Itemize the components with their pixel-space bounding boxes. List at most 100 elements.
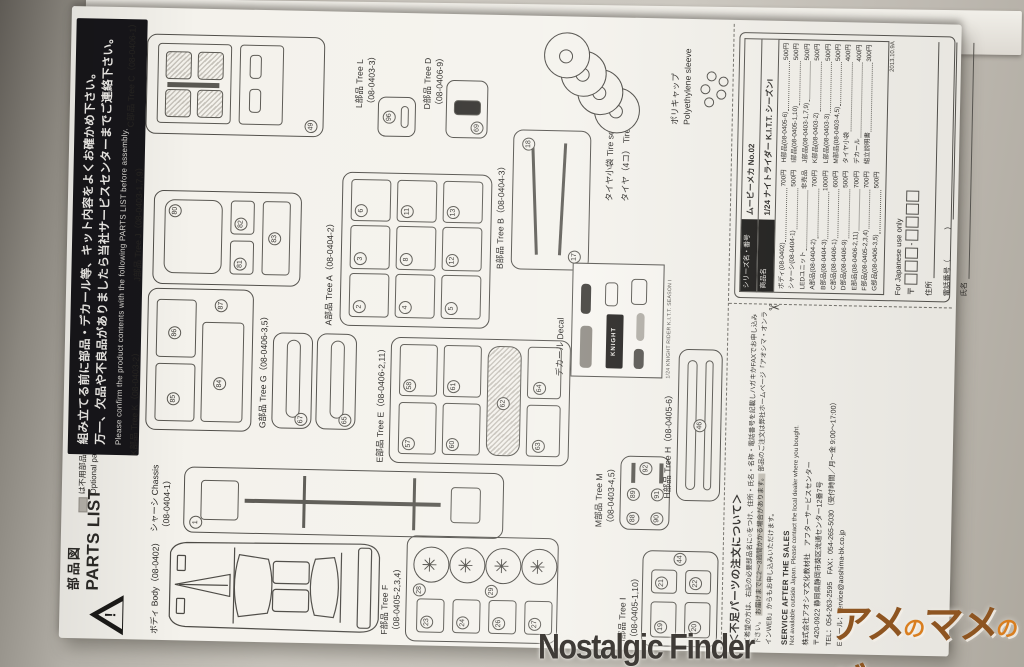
- tree-m-label: M部品 Tree M （08-0403-4,5）: [593, 463, 617, 528]
- car-body-drawing: [168, 541, 381, 633]
- part-number: 49: [304, 119, 318, 134]
- price-value: 700円: [863, 171, 871, 189]
- tire-set-label: タイヤ小袋 Tire set: [604, 127, 616, 202]
- postal-box: [905, 190, 920, 202]
- part-number: 65: [338, 413, 352, 427]
- postal-box: [904, 260, 918, 272]
- tree-c-label: C部品 Tree C（08-0406-1）: [125, 19, 138, 128]
- part-number: 44: [673, 552, 687, 566]
- tree-a-drawing: 2 3 6 4 8 11 5 12 13: [339, 171, 493, 329]
- tree-j-label: J部品 Tree J（08-0403-1,7,9）: [132, 162, 145, 282]
- price-item: G部品(08-0406-3,5): [871, 234, 880, 291]
- polycap-drawing: [700, 59, 731, 108]
- tree-e-label: E部品 Tree E（08-0406-2,11）: [374, 344, 387, 463]
- price-list: ボディ(08-0402)700円 シャーシ(08-0404-1)500円 LED…: [773, 38, 890, 296]
- tree-d-drawing: 69: [445, 79, 489, 139]
- logo-glyph: バー: [823, 661, 902, 667]
- tree-b-label: B部品 Tree B（08-0404-3）: [494, 161, 507, 270]
- price-value: 500円: [803, 43, 812, 61]
- name-label: 氏名: [959, 281, 969, 297]
- tree-e-drawing: 57 58 60 61 62 63 64: [388, 336, 572, 467]
- exclamation-mark: !: [102, 612, 120, 618]
- price-value: 700円: [852, 170, 861, 189]
- instruction-sheet: ! 部品図 PARTS LIST は不用部品です。 Optional parts…: [58, 6, 975, 657]
- product-label: 商品名: [757, 219, 775, 292]
- tree-f-drawing: 23 24 26 27 ✳ ✳ ✳ ✳ 28 29: [404, 535, 559, 645]
- legend-swatch: [78, 497, 88, 513]
- postal-box: [904, 247, 918, 259]
- series-label: シリーズ名・番号: [740, 219, 758, 292]
- price-value: 500円: [842, 170, 850, 188]
- price-value: 1000円: [821, 170, 830, 191]
- tree-f-label: F部品 Tree F （08-0405-2,3,4）: [378, 564, 402, 636]
- polycap-label: ポリキャップ Polyethylene sleeve: [669, 48, 693, 125]
- part-number: 28: [412, 583, 426, 597]
- tree-chassis-label: シャーシ Chassis （08-0404-1）: [149, 464, 172, 533]
- price-value: 500円: [790, 169, 799, 187]
- price-value: 500円: [814, 43, 822, 61]
- price-value: 500円: [873, 171, 882, 189]
- price-value: 600円: [832, 170, 840, 188]
- price-value: 400円: [855, 44, 863, 62]
- decal-caption: 1/24 KNIGHT RIDER K.I.T.T. SEASON I: [665, 279, 674, 379]
- tree-j-drawing: 80 81 82 83: [152, 189, 303, 287]
- postal-box: [904, 273, 918, 285]
- logo-glyph: の: [994, 616, 1017, 641]
- postal-box: [905, 203, 919, 215]
- part-number: 29: [484, 584, 498, 599]
- price-value: 700円: [780, 169, 788, 187]
- price-value: 非売品: [801, 169, 809, 190]
- postal-dash: -: [906, 242, 917, 246]
- name-row: 氏名: [958, 42, 975, 297]
- tire-stack-drawing: [541, 26, 647, 134]
- wheel-drawing: ✳: [484, 547, 522, 585]
- wheel-drawing: ✳: [448, 547, 486, 584]
- notes-highlight: お届けまでに2～3週間かかる場合があります。: [755, 473, 766, 616]
- warning-triangle-icon: !: [88, 594, 126, 636]
- price-value: 700円: [811, 170, 819, 188]
- price-item: 組立説明書: [863, 132, 872, 165]
- tree-g-label: G部品 Tree G（08-0406-3,5）: [257, 311, 270, 429]
- cut-line-vertical: [728, 302, 952, 309]
- part-number: 91: [650, 488, 665, 502]
- price-value: 300円: [866, 44, 874, 62]
- part-number: 67: [294, 412, 308, 427]
- price-value: 500円: [824, 43, 832, 61]
- decal-sheet-drawing: KNIGHT: [570, 262, 665, 379]
- part-number: 90: [650, 512, 664, 526]
- knight-logo: KNIGHT: [605, 314, 624, 369]
- wheel-drawing: ✳: [413, 546, 450, 584]
- price-value: 500円: [783, 42, 791, 61]
- part-number: 88: [626, 511, 640, 525]
- part-number: 1: [189, 515, 203, 529]
- tree-d-label: D部品 Tree D （08-0406-9）: [421, 53, 445, 110]
- price-value: 500円: [834, 43, 843, 62]
- postal-mark: 〒: [905, 286, 917, 296]
- part-number: 69: [470, 121, 484, 135]
- parts-list-document: ! 部品図 PARTS LIST は不用部品です。 Optional parts…: [61, 10, 975, 654]
- price-value: 500円: [793, 43, 801, 61]
- order-notes: ＜不足パーツの注文について＞ ご希望の方は、右記の必要部品名に○をつけ、住所・氏…: [727, 310, 853, 646]
- postal-box: [905, 229, 919, 241]
- tree-b-drawing: 18 17: [510, 129, 592, 271]
- postal-code-row: 〒 -: [904, 42, 922, 296]
- tree-g-drawing: 67: [271, 332, 314, 430]
- part-number: 92: [639, 461, 653, 476]
- address-row: 住所: [923, 41, 940, 297]
- part-number: 89: [626, 487, 641, 501]
- address-label: 住所: [924, 281, 934, 297]
- decal-label: デカール Decal: [554, 317, 566, 377]
- tree-h-drawing: 46: [675, 348, 723, 502]
- price-item: デカール: [853, 138, 862, 165]
- tree-h-label: H部品 Tree H（08-0405-6）: [661, 390, 675, 499]
- tree-l-label: L部品 Tree L （08-0403-3）: [353, 51, 377, 109]
- postal-box: [905, 216, 919, 228]
- tree-c-drawing: 49: [145, 33, 326, 138]
- tree-a-label: A部品 Tree A（08-0404-2）: [323, 218, 336, 326]
- price-value: 400円: [845, 44, 853, 62]
- tree-g-drawing: 65: [315, 333, 358, 431]
- part-number: 96: [382, 110, 396, 124]
- wheel-drawing: ✳: [520, 548, 558, 586]
- tree-body-label: ボディ Body（08-0402）: [148, 537, 161, 634]
- chassis-drawing: 1: [182, 466, 505, 540]
